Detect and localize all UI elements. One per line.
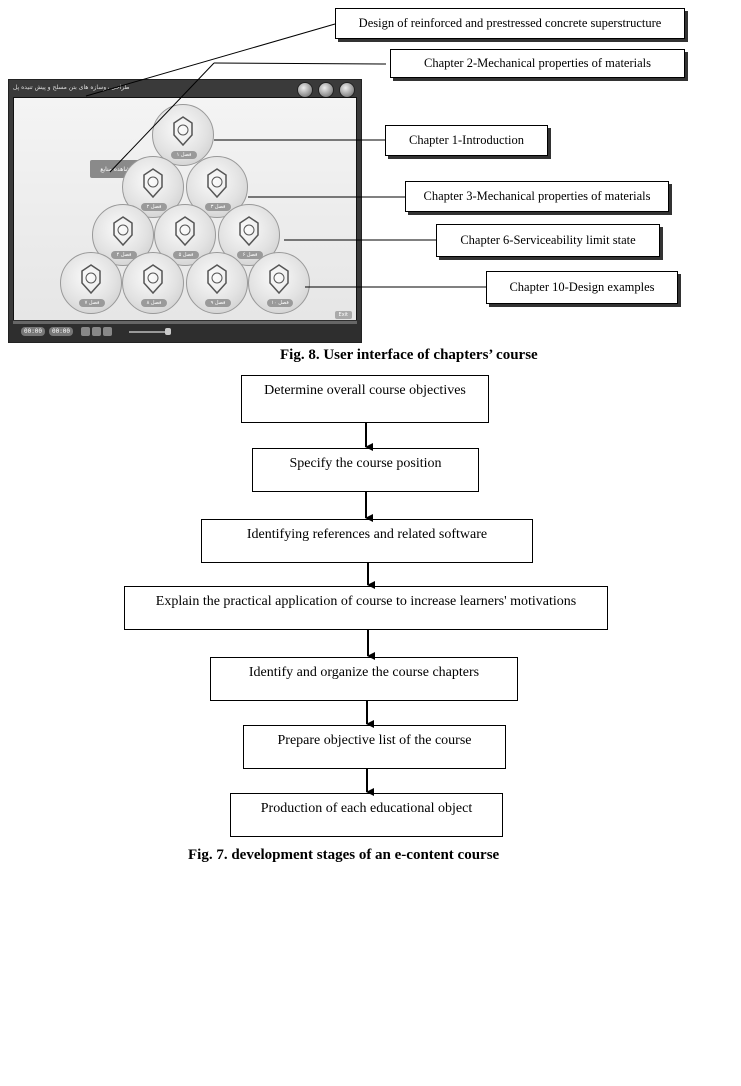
emblem-icon [143, 168, 163, 199]
callout-course-title: Design of reinforced and prestressed con… [335, 8, 685, 39]
volume-knob[interactable] [165, 328, 171, 335]
pause-button[interactable] [92, 327, 101, 336]
emblem-icon [81, 264, 101, 295]
leader-line-ch2-top [213, 62, 387, 65]
emblem-icon [239, 216, 259, 247]
course-ui-screenshot: طراحی روسازه های بتن مسلح و پیش تنیده پل… [8, 79, 362, 343]
emblem-icon [175, 216, 195, 247]
callout-leader-lines [85, 23, 486, 288]
stop-button[interactable] [103, 327, 112, 336]
elapsed-time: 00:00 [21, 327, 45, 336]
chapter-label: فصل ۵ [173, 251, 199, 259]
emblem-icon [207, 264, 227, 295]
chapter-pyramid-stage: مشاهده منابع فصل ۱ فصل ۲ فصل ۳ فصل ۴ فصل… [13, 97, 357, 322]
chapter-label: فصل ۶ [237, 251, 263, 259]
chapter-label: فصل ۱ [171, 151, 197, 159]
chapter-label: فصل ۹ [205, 299, 231, 307]
emblem-icon [207, 168, 227, 199]
callout-chapter-1: Chapter 1-Introduction [385, 125, 548, 156]
flow-arrows [365, 423, 375, 796]
chapter-label: فصل ۷ [79, 299, 105, 307]
player-controls: 00:00 00:00 [9, 320, 361, 342]
chapter-label: فصل ۱۰ [267, 299, 293, 307]
chapter-label: فصل ۸ [141, 299, 167, 307]
chapter-8-medal[interactable]: فصل ۸ [122, 252, 184, 314]
chapter-1-medal[interactable]: فصل ۱ [152, 104, 214, 166]
flow-step-6: Prepare objective list of the course [243, 725, 506, 769]
callout-chapter-10: Chapter 10-Design examples [486, 271, 678, 304]
figure-7-caption: Fig. 7. development stages of an e-conte… [188, 847, 500, 863]
emblem-icon [269, 264, 289, 295]
chapter-7-medal[interactable]: فصل ۷ [60, 252, 122, 314]
flow-step-5: Identify and organize the course chapter… [210, 657, 518, 701]
callout-chapter-3: Chapter 3-Mechanical properties of mater… [405, 181, 669, 212]
volume-slider[interactable] [129, 331, 169, 333]
flow-step-3: Identifying references and related softw… [201, 519, 533, 563]
chapter-label: فصل ۲ [141, 203, 167, 211]
callout-chapter-2: Chapter 2-Mechanical properties of mater… [390, 49, 685, 78]
seek-bar[interactable] [13, 321, 357, 324]
emblem-icon [143, 264, 163, 295]
leader-line-ch2 [109, 62, 215, 173]
total-time: 00:00 [49, 327, 73, 336]
leader-line-course [85, 23, 336, 97]
chapter-9-medal[interactable]: فصل ۹ [186, 252, 248, 314]
chapter-label: فصل ۳ [205, 203, 231, 211]
play-button[interactable] [81, 327, 90, 336]
emblem-icon [173, 116, 193, 147]
flow-step-4: Explain the practical application of cou… [124, 586, 608, 630]
flow-step-1: Determine overall course objectives [241, 375, 489, 423]
figure-8-caption: Fig. 8. User interface of chapters’ cour… [280, 347, 538, 363]
exit-button[interactable]: Exit [334, 311, 352, 319]
chapter-10-medal[interactable]: فصل ۱۰ [248, 252, 310, 314]
callout-chapter-6: Chapter 6-Serviceability limit state [436, 224, 660, 257]
screenshot-title: طراحی روسازه های بتن مسلح و پیش تنیده پل [13, 84, 130, 91]
emblem-icon [113, 216, 133, 247]
chapter-label: فصل ۴ [111, 251, 137, 259]
